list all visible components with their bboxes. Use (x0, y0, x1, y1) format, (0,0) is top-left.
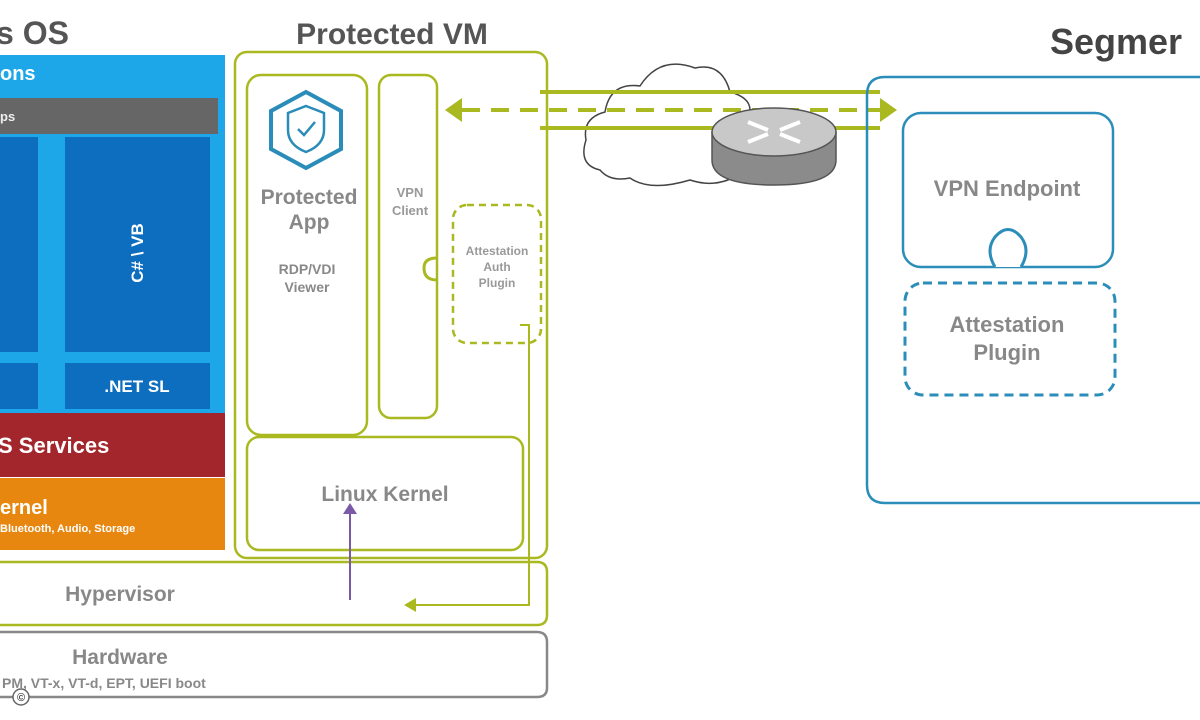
vpn-endpoint-label: VPN Endpoint (934, 176, 1081, 201)
apps-header: ons (0, 63, 36, 85)
auth-plugin-label-3: Plugin (479, 276, 516, 290)
vpn-client-box (377, 73, 439, 420)
segment-box (865, 75, 1200, 505)
router-icon (711, 107, 837, 186)
auth-plugin-label-2: Auth (483, 260, 510, 274)
hardware-label: Hardware (72, 646, 168, 669)
endpoint-connector (988, 228, 1028, 268)
net-sl-box (65, 363, 210, 409)
hypervisor-label: Hypervisor (65, 583, 175, 606)
app-column-csharp (65, 137, 210, 352)
segment-attestation-plugin-box (903, 281, 1117, 397)
app-column-1 (0, 137, 38, 352)
linux-kernel-box (245, 435, 525, 552)
segment-title: Segmer (1050, 21, 1182, 62)
segment-plugin-label-1: Attestation (950, 312, 1065, 337)
protected-app-box (245, 73, 369, 437)
plugin-connector (422, 256, 438, 282)
auth-plugin-label-1: Attestation (466, 244, 529, 258)
protected-app-label-1: Protected (261, 186, 358, 209)
protected-app-label-2: App (289, 211, 330, 234)
hypervisor-layer (0, 560, 549, 627)
kernel-label: ernel (0, 497, 48, 519)
copyright-badge (12, 688, 30, 706)
linux-kernel-label: Linux Kernel (321, 483, 448, 506)
windows-os-title: s OS (0, 15, 69, 51)
services-label: S Services (0, 433, 109, 458)
vpn-tunnel-arrow (445, 98, 897, 122)
attestation-flow-arrow (404, 324, 530, 612)
copyright-symbol: © (17, 692, 25, 704)
hardware-layer (0, 630, 549, 699)
vpn-client-label-1: VPN (397, 185, 424, 200)
attestation-auth-plugin-box (451, 203, 543, 345)
vpn-client-label-2: Client (392, 203, 429, 218)
kernel-layer (0, 478, 225, 550)
apps-bar (0, 98, 218, 134)
protected-vm-title: Protected VM (296, 18, 488, 51)
viewer-label-2: Viewer (285, 279, 330, 295)
kernel-sub-label: Bluetooth, Audio, Storage (0, 523, 135, 535)
hardware-sub-label: PM, VT-x, VT-d, EPT, UEFI boot (2, 675, 206, 691)
segment-plugin-label-2: Plugin (973, 340, 1040, 365)
net-sl-label: .NET SL (104, 377, 169, 396)
csharp-vb-label: C# \ VB (128, 223, 147, 283)
services-layer (0, 413, 225, 477)
shield-check-hexagon-icon (269, 89, 343, 171)
net-box-1 (0, 363, 38, 409)
viewer-label-1: RDP/VDI (279, 261, 336, 277)
protected-vm-box (233, 50, 549, 560)
purple-up-arrow (343, 503, 357, 600)
apps-bar-label: ps (0, 109, 15, 124)
cloud-icon (583, 63, 751, 187)
